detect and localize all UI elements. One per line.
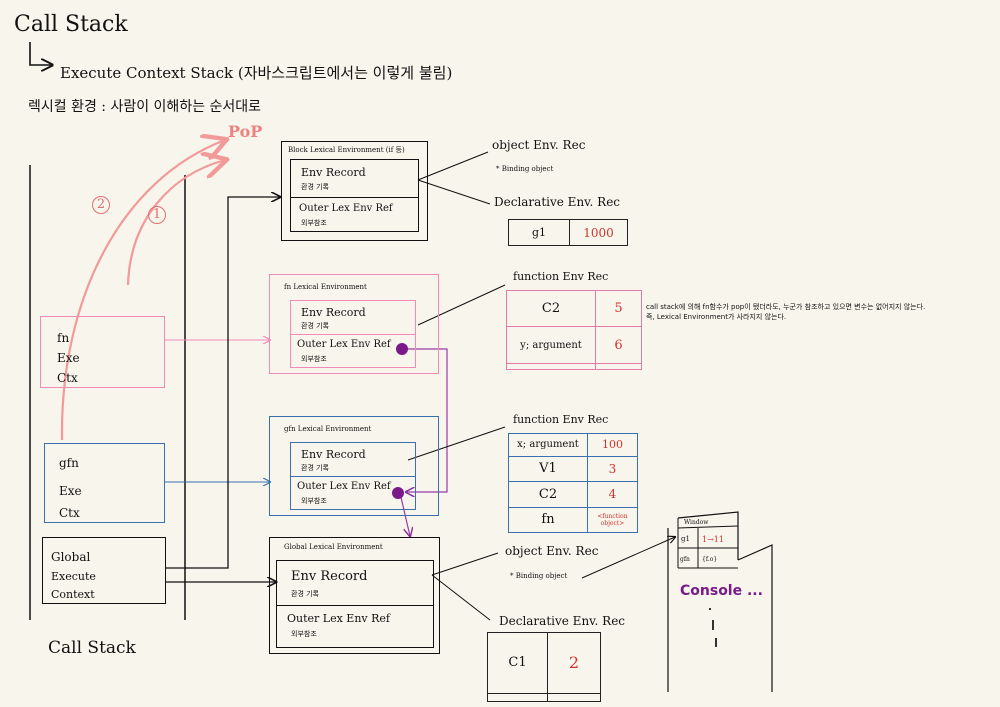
env-record: Env Record [291, 569, 368, 584]
global-env-inner: Env Record 환경 기록 Outer Lex Env Ref 외부참조 [276, 560, 434, 648]
gfn-rec-label: function Env Rec [513, 413, 609, 426]
var-name: fn [508, 506, 588, 534]
var-name [487, 692, 548, 703]
var-value: 100 [587, 433, 638, 457]
var-value: 2 [547, 632, 601, 694]
var-value: 3 [587, 455, 638, 483]
header-title: Call Stack [14, 12, 128, 37]
window-var-name: g1 [681, 535, 690, 543]
pop-arrow-1-label: 1 [148, 206, 166, 224]
block-env-inner: Env Record 환경 기록 Outer Lex Env Ref 외부참조 [290, 159, 419, 232]
outer-ref-sub: 외부참조 [301, 219, 327, 227]
pop-arrow-2 [60, 140, 225, 441]
gfn-env-inner: Env Record 환경 기록 Outer Lex Env Ref 외부참조 [290, 442, 416, 510]
env-title: gfn Lexical Environment [284, 425, 372, 433]
window-var-value: {f.o} [702, 556, 718, 563]
frame-line2: Exe [57, 351, 80, 365]
frame-name: fn [57, 331, 70, 345]
outer-ref-sub: 외부참조 [291, 630, 317, 638]
block-object-rec: object Env. Rec [492, 138, 586, 152]
frame-line3: Context [51, 588, 95, 601]
window-var-name: gfn [680, 556, 690, 563]
block-lexical-env: Block Lexical Environment (if 등) Env Rec… [281, 141, 428, 241]
outer-ref: Outer Lex Env Ref [297, 481, 391, 492]
header-note: 렉시컬 환경 : 사람이 이해하는 순서대로 [28, 99, 262, 115]
fn-lexical-env: fn Lexical Environment Env Record 환경 기록 … [269, 274, 439, 374]
outer-ref: Outer Lex Env Ref [299, 203, 393, 214]
block-declarative-rec: Declarative Env. Rec [494, 195, 621, 209]
frame-line2: Execute [51, 570, 96, 583]
var-value: <function object> [587, 506, 638, 534]
var-value: 5 [595, 289, 642, 328]
fn-env-inner: Env Record 환경 기록 Outer Lex Env Ref 외부참조 [290, 300, 416, 368]
pop-arrow-1 [126, 160, 225, 286]
var-name: C1 [487, 632, 548, 694]
var-value [547, 692, 601, 703]
pop-label: PoP [228, 122, 263, 141]
var-value: 6 [595, 326, 642, 364]
env-title: Global Lexical Environment [284, 543, 383, 551]
env-record-sub: 환경 기록 [291, 590, 319, 598]
header-subtitle: Execute Context Stack (자바스크립트에서는 이렇게 불림) [60, 64, 453, 82]
window-title: Window [684, 519, 709, 526]
global-object-rec: object Env. Rec [505, 544, 599, 558]
var-name [506, 362, 596, 371]
gfn-lexical-env: gfn Lexical Environment Env Record 환경 기록… [269, 416, 439, 516]
frame-line2: Exe [59, 484, 82, 498]
outer-ref-sub: 외부참조 [301, 497, 327, 505]
window-var-value: 1→11 [702, 535, 724, 544]
gfn-exec-context: gfn Exe Ctx [44, 443, 165, 523]
env-record-sub: 환경 기록 [301, 183, 329, 191]
console-mark [712, 620, 714, 630]
var-name: V1 [508, 455, 588, 483]
global-lexical-env: Global Lexical Environment Env Record 환경… [269, 537, 440, 654]
var-name: x; argument [508, 433, 588, 457]
outer-ref: Outer Lex Env Ref [287, 612, 390, 625]
fn-exec-context: fn Exe Ctx [40, 316, 165, 388]
note-line1: call stack에 의해 fn함수가 pop이 됐더라도, 누군가 참조하고… [646, 303, 926, 311]
gfn-outer-dot [392, 487, 404, 499]
env-record: Env Record [301, 166, 366, 179]
env-record: Env Record [301, 448, 366, 461]
env-title: Block Lexical Environment (if 등) [288, 146, 405, 154]
fn-outer-dot [396, 343, 408, 355]
fn-rec-label: function Env Rec [513, 270, 609, 283]
env-record-sub: 환경 기록 [301, 322, 329, 330]
outer-ref: Outer Lex Env Ref [297, 339, 391, 350]
env-record-sub: 환경 기록 [301, 464, 329, 472]
env-title: fn Lexical Environment [284, 283, 367, 291]
block-binding-object: * Binding object [496, 165, 554, 173]
var-name: g1 [508, 219, 570, 246]
pop-arrow-2-label: 2 [92, 196, 110, 214]
note-line2: 즉, Lexical Environment가 사라지지 않는다. [646, 313, 787, 321]
var-value: 1000 [569, 219, 628, 246]
var-value [595, 362, 642, 371]
frame-line3: Ctx [59, 506, 80, 520]
global-exec-context: Global Execute Context [42, 537, 166, 604]
var-value: 4 [587, 481, 638, 508]
env-record: Env Record [301, 306, 366, 319]
frame-line3: Ctx [57, 371, 78, 385]
frame-name: Global [51, 550, 91, 564]
frame-name: gfn [59, 456, 79, 470]
var-name: C2 [508, 481, 588, 508]
console-label: Console ... [680, 583, 763, 599]
global-declarative-rec: Declarative Env. Rec [499, 614, 626, 628]
var-name: C2 [506, 289, 596, 328]
global-binding-object: * Binding object [510, 572, 568, 580]
var-name: y; argument [506, 326, 596, 364]
header-arrow [29, 42, 52, 65]
console-mark [709, 608, 711, 610]
call-stack-label: Call Stack [48, 638, 136, 658]
note-right: call stack에 의해 fn함수가 pop이 됐더라도, 누군가 참조하고… [646, 302, 976, 322]
outer-ref-sub: 외부참조 [301, 355, 327, 363]
console-mark [715, 638, 717, 647]
